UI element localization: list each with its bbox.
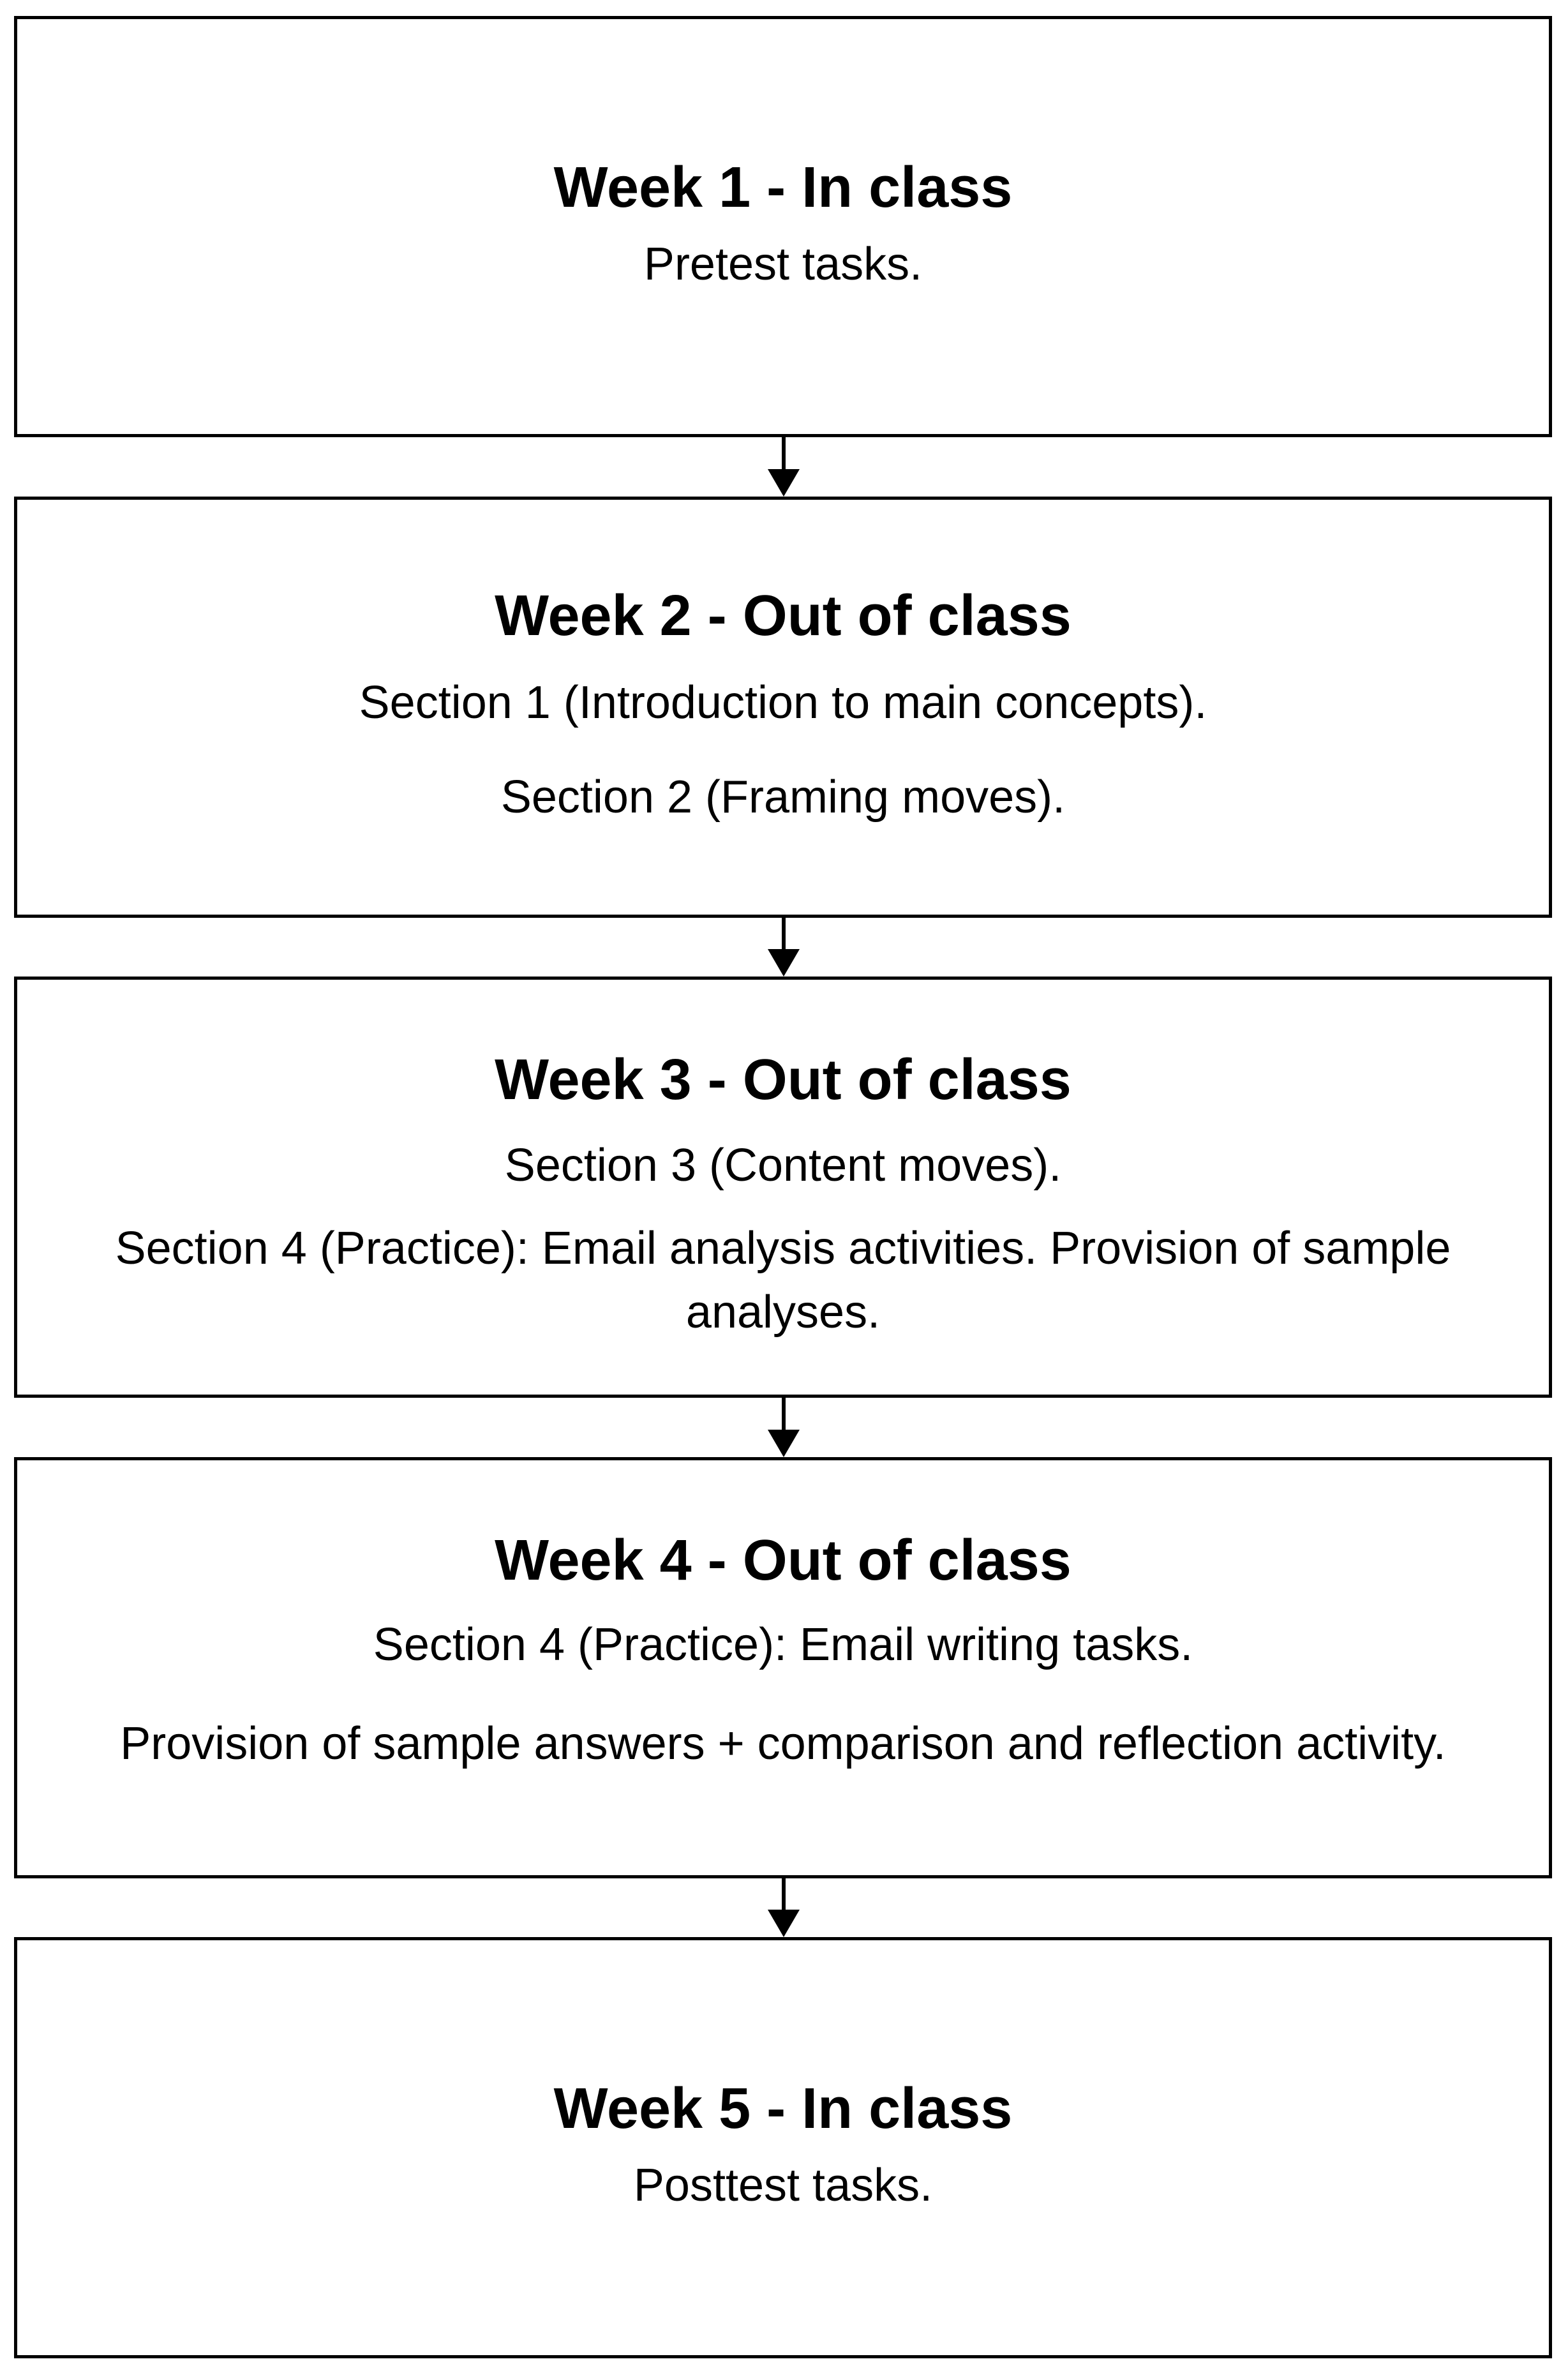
step-line: Section 2 (Framing moves).: [500, 772, 1066, 823]
arrow-1-to-2: [768, 437, 800, 497]
step-line: Section 4 (Practice): Email writing task…: [373, 1619, 1193, 1670]
step-title: Week 3 - Out of class: [495, 1048, 1071, 1112]
step-line: Provision of sample answers + comparison…: [120, 1718, 1446, 1769]
step-box-week-5: Week 5 - In class Posttest tasks.: [14, 1937, 1552, 2358]
step-line: Pretest tasks.: [643, 239, 923, 290]
step-title: Week 1 - In class: [553, 156, 1013, 220]
arrow-3-to-4: [768, 1398, 800, 1457]
step-title: Week 4 - Out of class: [495, 1529, 1071, 1592]
step-line: Section 1 (Introduction to main concepts…: [359, 677, 1207, 728]
step-line: Section 3 (Content moves).: [504, 1140, 1062, 1191]
step-title: Week 5 - In class: [553, 2077, 1013, 2141]
step-title: Week 2 - Out of class: [495, 584, 1071, 648]
arrow-4-to-5: [768, 1878, 800, 1937]
arrow-2-to-3: [768, 918, 800, 977]
step-line: Posttest tasks.: [633, 2160, 933, 2211]
step-box-week-3: Week 3 - Out of class Section 3 (Content…: [14, 977, 1552, 1398]
step-box-week-1: Week 1 - In class Pretest tasks.: [14, 16, 1552, 437]
step-line: Section 4 (Practice): Email analysis act…: [115, 1223, 1451, 1338]
step-box-week-2: Week 2 - Out of class Section 1 (Introdu…: [14, 497, 1552, 918]
step-box-week-4: Week 4 - Out of class Section 4 (Practic…: [14, 1457, 1552, 1878]
